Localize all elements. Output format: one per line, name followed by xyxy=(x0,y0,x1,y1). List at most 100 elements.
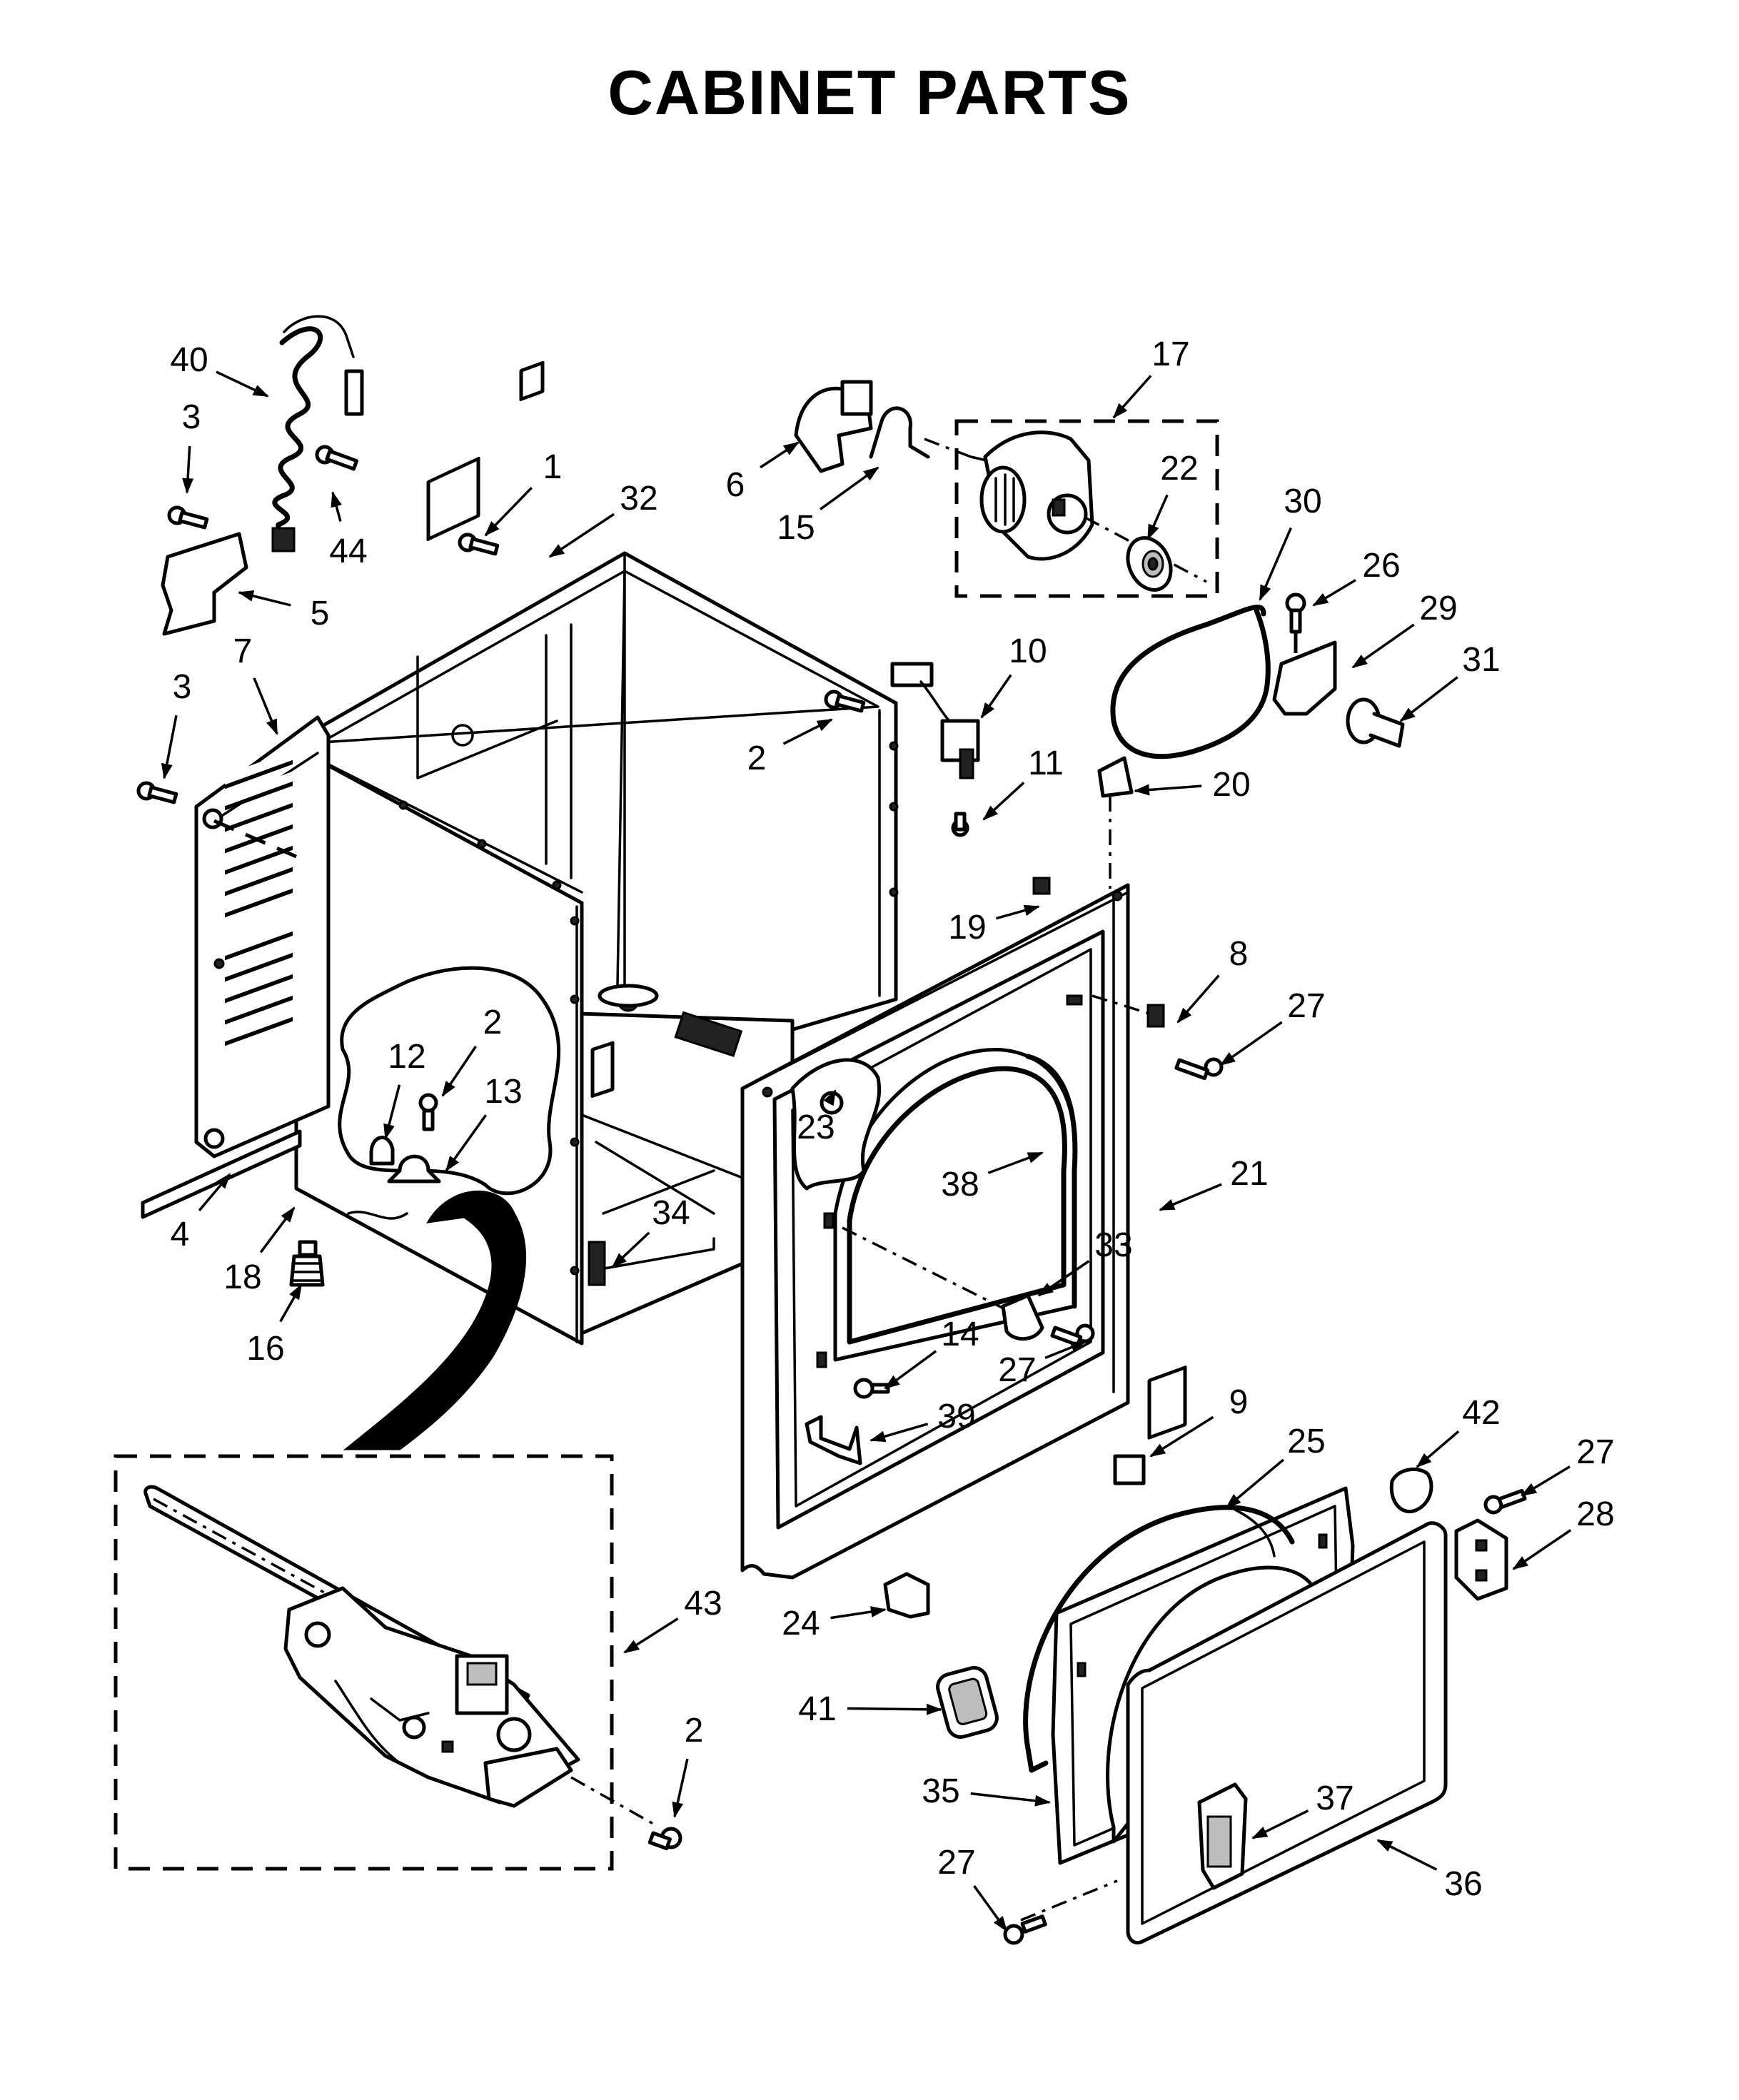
callout-c26: 26 xyxy=(1312,547,1401,607)
leader-arrow xyxy=(987,1151,1044,1174)
leader-arrow xyxy=(623,1617,679,1654)
leader-arrow xyxy=(611,1231,650,1268)
callout-label: 25 xyxy=(1287,1423,1325,1460)
motor-clamp xyxy=(869,406,930,459)
callout-label: 15 xyxy=(777,509,815,547)
callout-label: 1 xyxy=(543,448,563,486)
leader-arrow xyxy=(383,1084,401,1140)
callout-label: 33 xyxy=(1094,1226,1132,1264)
screw xyxy=(1174,1057,1224,1081)
callout-c14: 14 xyxy=(884,1316,979,1390)
leader-arrow xyxy=(1149,1415,1214,1458)
callout-c39: 39 xyxy=(870,1398,976,1443)
leader-arrow xyxy=(445,1114,488,1172)
callout-c21: 21 xyxy=(1159,1155,1269,1211)
callout-c17: 17 xyxy=(1112,335,1190,419)
callout-c8: 8 xyxy=(1176,935,1249,1024)
door-strike xyxy=(1001,1293,1044,1341)
leader-arrow xyxy=(782,718,833,745)
leader-arrow xyxy=(216,370,269,398)
leader-arrow xyxy=(259,1206,296,1253)
callout-c34: 34 xyxy=(611,1194,690,1268)
leveling-leg xyxy=(289,1240,325,1287)
callout-label: 27 xyxy=(998,1351,1036,1389)
callout-c27b: 27 xyxy=(998,1341,1087,1389)
screw xyxy=(1003,1914,1047,1945)
leader-arrow xyxy=(973,1885,1008,1932)
callout-c36: 36 xyxy=(1376,1839,1483,1903)
callout-c4: 4 xyxy=(171,1173,231,1253)
leader-arrow xyxy=(1521,1465,1571,1497)
screw xyxy=(824,690,866,713)
callout-c23: 23 xyxy=(797,1089,837,1146)
leader-arrow xyxy=(1376,1839,1438,1871)
door-catch-bracket xyxy=(805,1415,862,1465)
idler-bracket xyxy=(1272,640,1337,716)
leader-arrow xyxy=(441,1045,477,1097)
leader-arrow xyxy=(331,491,342,522)
callout-c33: 33 xyxy=(1037,1226,1133,1297)
callout-c31: 31 xyxy=(1399,641,1501,722)
callout-label: 8 xyxy=(1229,935,1249,973)
callout-label: 26 xyxy=(1362,547,1400,585)
leader-arrow xyxy=(1176,974,1220,1024)
hinge-bracket xyxy=(1146,1004,1165,1028)
callout-label: 13 xyxy=(484,1073,522,1111)
callout-c19: 19 xyxy=(948,904,1040,946)
callout-label: 36 xyxy=(1444,1865,1482,1903)
callout-c3a: 3 xyxy=(182,398,201,494)
callout-c5: 5 xyxy=(238,590,329,632)
callout-c9: 9 xyxy=(1149,1383,1248,1458)
callout-c7: 7 xyxy=(233,632,278,735)
screw xyxy=(458,532,500,556)
callout-label: 31 xyxy=(1462,641,1500,679)
callout-label: 11 xyxy=(1028,744,1064,782)
door-hinge xyxy=(1454,1518,1508,1601)
callout-label: 3 xyxy=(173,668,192,706)
callout-c42: 42 xyxy=(1416,1394,1501,1468)
drive-belt xyxy=(1110,605,1271,759)
callout-label: 2 xyxy=(747,739,767,777)
callout-c12: 12 xyxy=(383,1038,426,1140)
callout-label: 6 xyxy=(726,466,745,504)
callout-c6: 6 xyxy=(726,441,800,504)
leader-arrow xyxy=(1134,784,1202,796)
callout-c25: 25 xyxy=(1225,1423,1326,1509)
screw xyxy=(1483,1488,1527,1515)
callout-c22: 22 xyxy=(1146,450,1199,540)
front-panel xyxy=(740,883,1130,1580)
callout-label: 27 xyxy=(1287,987,1325,1025)
leader-arrow xyxy=(484,486,533,537)
leader-arrow xyxy=(820,466,879,510)
callout-label: 39 xyxy=(937,1398,975,1435)
callout-label: 34 xyxy=(652,1194,690,1232)
callout-label: 44 xyxy=(329,532,367,570)
screw xyxy=(167,505,209,530)
callout-label: 24 xyxy=(782,1605,820,1642)
leader-arrow xyxy=(884,1350,937,1390)
callout-c44: 44 xyxy=(329,491,368,570)
callout-c32: 32 xyxy=(548,480,658,558)
cabinet-assembly xyxy=(294,456,899,1450)
callout-c1: 1 xyxy=(484,448,563,537)
callout-c2a: 2 xyxy=(747,718,833,777)
glide xyxy=(1032,877,1051,895)
leader-arrow xyxy=(1037,1260,1090,1297)
leader-arrow xyxy=(980,674,1012,719)
callout-c15: 15 xyxy=(777,466,879,547)
callout-c2b: 2 xyxy=(441,1004,502,1097)
door-catch xyxy=(883,1572,930,1619)
exhaust-duct-arrow xyxy=(343,1190,527,1450)
callout-c30: 30 xyxy=(1259,483,1322,601)
leader-arrow xyxy=(279,1283,303,1323)
door-seal xyxy=(1389,1467,1433,1514)
callout-label: 18 xyxy=(223,1258,261,1296)
callout-c35: 35 xyxy=(922,1772,1051,1810)
leader-arrow xyxy=(1044,1341,1087,1360)
callout-c16: 16 xyxy=(246,1283,303,1368)
callout-c11: 11 xyxy=(982,744,1064,821)
screw xyxy=(1050,1323,1095,1347)
leader-arrow xyxy=(548,513,615,558)
